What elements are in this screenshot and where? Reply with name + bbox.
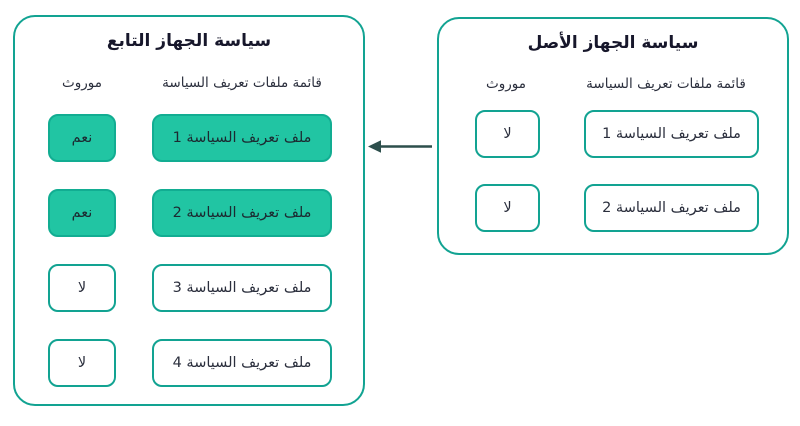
- policy-profile-box: ملف تعريف السياسة 2: [152, 189, 332, 237]
- parent-policy-panel: سياسة الجهاز الأصل موروث قائمة ملفات تعر…: [437, 17, 789, 255]
- policy-row: لا ملف تعريف السياسة 2: [439, 184, 787, 232]
- inheritance-arrow-icon: [368, 140, 432, 153]
- policy-profile-box: ملف تعريف السياسة 1: [152, 114, 332, 162]
- inherited-value-box: نعم: [48, 189, 116, 237]
- policy-row: نعم ملف تعريف السياسة 2: [15, 189, 363, 237]
- inherited-value-box: لا: [48, 264, 116, 312]
- parent-inherited-column-header: موروث: [486, 76, 526, 92]
- inherited-value-box: لا: [48, 339, 116, 387]
- inherited-value-box: نعم: [48, 114, 116, 162]
- parent-profiles-column-header: قائمة ملفات تعريف السياسة: [586, 76, 746, 92]
- inherited-value-box: لا: [475, 184, 540, 232]
- policy-profile-box: ملف تعريف السياسة 1: [584, 110, 759, 158]
- parent-panel-title: سياسة الجهاز الأصل: [527, 33, 699, 53]
- inherited-value-box: لا: [475, 110, 540, 158]
- child-profiles-column-header: قائمة ملفات تعريف السياسة: [162, 75, 322, 91]
- policy-profile-box: ملف تعريف السياسة 2: [584, 184, 759, 232]
- parent-policy-rows: لا ملف تعريف السياسة 1 لا ملف تعريف السياسة…: [439, 110, 787, 232]
- child-policy-panel: سياسة الجهاز التابع موروث قائمة ملفات تع…: [13, 15, 365, 406]
- child-policy-rows: نعم ملف تعريف السياسة 1 نعم ملف تعريف السيا…: [15, 114, 363, 387]
- policy-row: لا ملف تعريف السياسة 1: [439, 110, 787, 158]
- policy-row: لا ملف تعريف السياسة 3: [15, 264, 363, 312]
- policy-row: نعم ملف تعريف السياسة 1: [15, 114, 363, 162]
- child-inherited-column-header: موروث: [62, 75, 102, 91]
- policy-profile-box: ملف تعريف السياسة 3: [152, 264, 332, 312]
- child-panel-title: سياسة الجهاز التابع: [106, 31, 272, 51]
- policy-row: لا ملف تعريف السياسة 4: [15, 339, 363, 387]
- policy-profile-box: ملف تعريف السياسة 4: [152, 339, 332, 387]
